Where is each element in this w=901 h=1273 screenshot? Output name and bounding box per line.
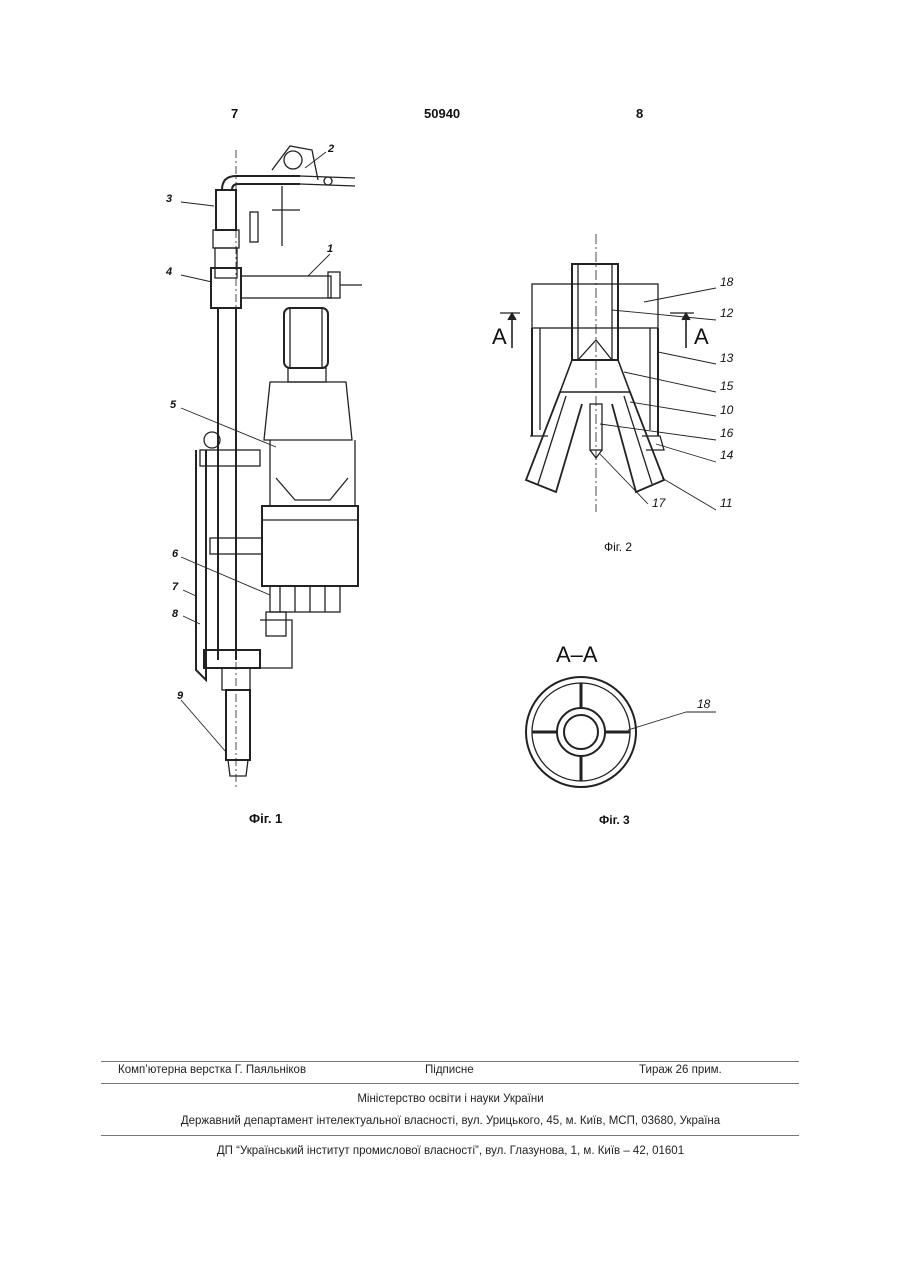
footer-signed: Підписне (425, 1064, 474, 1076)
footer-circulation: Тираж 26 прим. (639, 1064, 722, 1076)
fig1-label-9: 9 (177, 690, 183, 702)
page-number-right: 8 (636, 106, 643, 121)
fig2-label-13: 13 (720, 351, 733, 365)
fig3-label-18: 18 (697, 697, 710, 711)
fig1-label-1: 1 (327, 243, 333, 255)
fig2-label-12: 12 (720, 306, 733, 320)
fig2-section-mark-left: A (492, 324, 507, 350)
figure-2-drawing (490, 230, 760, 520)
fig3-section-title: A–A (556, 642, 598, 668)
fig2-label-17: 17 (652, 496, 665, 510)
fig1-label-2: 2 (328, 143, 334, 155)
figure-1-drawing (150, 140, 380, 790)
fig2-label-15: 15 (720, 379, 733, 393)
fig2-label-18: 18 (720, 275, 733, 289)
footer-ministry: Міністерство освіти і науки України (0, 1093, 901, 1105)
fig1-label-3: 3 (166, 193, 172, 205)
fig2-label-10: 10 (720, 403, 733, 417)
page-number-left: 7 (231, 106, 238, 121)
footer-department: Державний департамент інтелектуальної вл… (0, 1115, 901, 1127)
fig2-caption: Фіг. 2 (604, 540, 632, 554)
fig2-label-11: 11 (720, 496, 732, 510)
fig2-label-14: 14 (720, 448, 733, 462)
footer-rule-middle (101, 1083, 799, 1084)
footer-rule-bottom (101, 1135, 799, 1136)
fig2-section-mark-right: A (694, 324, 709, 350)
patent-number: 50940 (424, 106, 460, 121)
fig2-label-16: 16 (720, 426, 733, 440)
fig3-caption: Фіг. 3 (599, 813, 630, 827)
footer-rule-top (101, 1061, 799, 1062)
fig1-caption: Фіг. 1 (249, 811, 282, 826)
fig1-label-4: 4 (166, 266, 172, 278)
fig1-label-6: 6 (172, 548, 178, 560)
fig1-label-5: 5 (170, 399, 176, 411)
footer-layout: Комп’ютерна верстка Г. Паяльніков (118, 1064, 306, 1076)
figure-3-drawing (518, 676, 728, 796)
fig1-label-7: 7 (172, 581, 178, 593)
footer-institute: ДП “Український інститут промислової вла… (0, 1145, 901, 1157)
fig1-label-8: 8 (172, 608, 178, 620)
